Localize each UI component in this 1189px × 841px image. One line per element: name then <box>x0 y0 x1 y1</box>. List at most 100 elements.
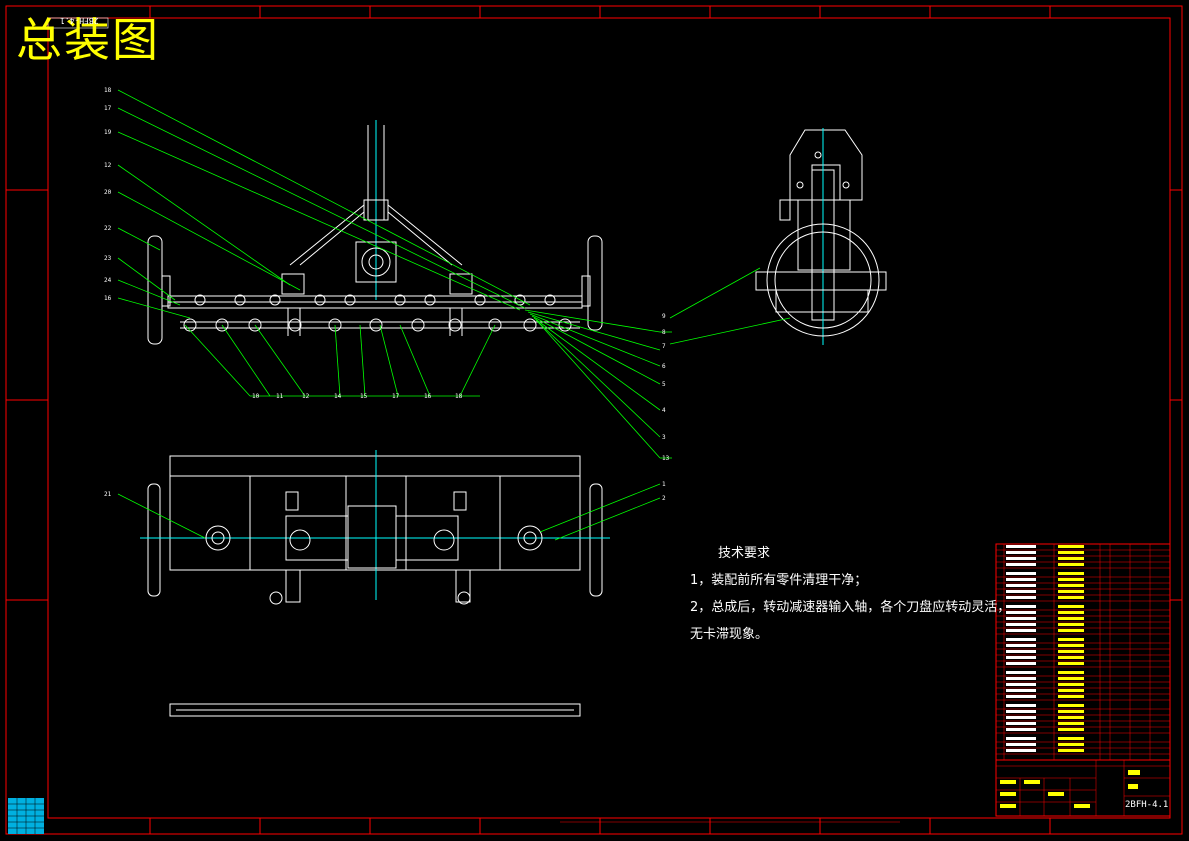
balloon-16b: 16 <box>424 393 432 400</box>
balloon-18b: 18 <box>455 393 463 400</box>
parts-code-mark <box>1006 650 1036 653</box>
parts-code-mark <box>1006 572 1036 575</box>
parts-code-mark <box>1006 638 1036 641</box>
parts-code-mark <box>1006 584 1036 587</box>
balloon-20: 20 <box>104 189 112 196</box>
parts-code-mark <box>1006 605 1036 608</box>
parts-code-mark <box>1006 563 1036 566</box>
inner-border <box>47 17 1171 819</box>
parts-name-mark <box>1058 737 1084 740</box>
balloon-numbers: 18 17 19 12 20 22 23 24 16 10 11 12 14 1… <box>104 87 670 502</box>
parts-code-mark <box>1006 716 1036 719</box>
parts-name-mark <box>1058 677 1084 680</box>
balloon-15: 15 <box>360 393 368 400</box>
parts-code-mark <box>1006 656 1036 659</box>
leader-lines <box>117 89 791 541</box>
parts-name-mark <box>1058 743 1084 746</box>
parts-code-mark <box>1006 728 1036 731</box>
balloon-2: 2 <box>662 495 666 502</box>
parts-name-mark <box>1058 590 1084 593</box>
parts-code-mark <box>1006 704 1036 707</box>
parts-code-mark <box>1006 623 1036 626</box>
parts-name-mark <box>1058 584 1084 587</box>
parts-name-mark <box>1058 695 1084 698</box>
balloon-5: 5 <box>662 381 666 388</box>
balloon-19: 19 <box>104 129 112 136</box>
parts-code-mark <box>1006 617 1036 620</box>
layer-legend <box>8 798 44 834</box>
parts-name-mark <box>1058 638 1084 641</box>
parts-name-mark <box>1058 617 1084 620</box>
parts-code-mark <box>1006 611 1036 614</box>
parts-name-mark <box>1058 710 1084 713</box>
plan-view <box>140 450 610 605</box>
parts-name-mark <box>1058 563 1084 566</box>
parts-name-mark <box>1058 629 1084 632</box>
balloon-10: 10 <box>252 393 260 400</box>
parts-name-mark <box>1058 572 1084 575</box>
balloon-21: 21 <box>104 491 112 498</box>
balloon-17b: 17 <box>392 393 400 400</box>
balloon-12: 12 <box>104 162 112 169</box>
parts-code-mark <box>1006 557 1036 560</box>
parts-list <box>995 543 1171 761</box>
parts-code-mark <box>1006 737 1036 740</box>
parts-name-mark <box>1058 545 1084 548</box>
parts-code-mark <box>1006 671 1036 674</box>
parts-name-mark <box>1058 671 1084 674</box>
parts-code-mark <box>1006 743 1036 746</box>
front-view <box>147 120 603 345</box>
parts-name-mark <box>1058 605 1084 608</box>
parts-name-mark <box>1058 749 1084 752</box>
tech-item-1: 1，装配前所有零件清理干净； <box>690 573 868 588</box>
title-block <box>995 759 1171 817</box>
parts-name-mark <box>1058 557 1084 560</box>
side-view <box>755 128 887 345</box>
parts-code-mark <box>1006 689 1036 692</box>
parts-code-mark <box>1006 545 1036 548</box>
parts-name-mark <box>1058 662 1084 665</box>
parts-code-mark <box>1006 629 1036 632</box>
balloon-22: 22 <box>104 225 112 232</box>
sheet-title: 总装图 <box>16 13 160 67</box>
parts-name-mark <box>1058 611 1084 614</box>
drawing-number-top: 2BFH-4.1 <box>60 16 99 25</box>
parts-name-mark <box>1058 578 1084 581</box>
parts-name-mark <box>1058 683 1084 686</box>
parts-name-mark <box>1058 623 1084 626</box>
parts-code-mark <box>1006 695 1036 698</box>
parts-code-mark <box>1006 662 1036 665</box>
balloon-16: 16 <box>104 295 112 302</box>
balloon-9: 9 <box>662 313 666 320</box>
zone-ticks <box>6 6 1182 834</box>
balloon-23: 23 <box>104 255 112 262</box>
balloon-24: 24 <box>104 277 112 284</box>
parts-name-mark <box>1058 689 1084 692</box>
parts-code-mark <box>1006 710 1036 713</box>
balloon-7: 7 <box>662 343 666 350</box>
balloon-17: 17 <box>104 105 112 112</box>
parts-name-mark <box>1058 728 1084 731</box>
outer-border <box>5 5 1183 835</box>
parts-name-mark <box>1058 644 1084 647</box>
balloon-6: 6 <box>662 363 666 370</box>
parts-code-mark <box>1006 596 1036 599</box>
balloon-3: 3 <box>662 434 666 441</box>
parts-code-mark <box>1006 578 1036 581</box>
parts-name-mark <box>1058 551 1084 554</box>
scale-ruler <box>560 817 900 823</box>
drawing-code: 2BFH-4.1 <box>1125 800 1169 810</box>
parts-code-mark <box>1006 722 1036 725</box>
balloon-4: 4 <box>662 407 666 414</box>
dwg-number-box <box>47 17 109 29</box>
bar-detail-view <box>169 703 581 717</box>
parts-name-mark <box>1058 716 1084 719</box>
parts-name-mark <box>1058 596 1084 599</box>
balloon-11: 11 <box>276 393 284 400</box>
balloon-1: 1 <box>662 481 666 488</box>
tech-item-2: 2，总成后，转动减速器输入轴，各个刀盘应转动灵活， <box>690 600 1011 615</box>
parts-name-mark <box>1058 650 1084 653</box>
parts-code-mark <box>1006 551 1036 554</box>
parts-code-mark <box>1006 590 1036 593</box>
